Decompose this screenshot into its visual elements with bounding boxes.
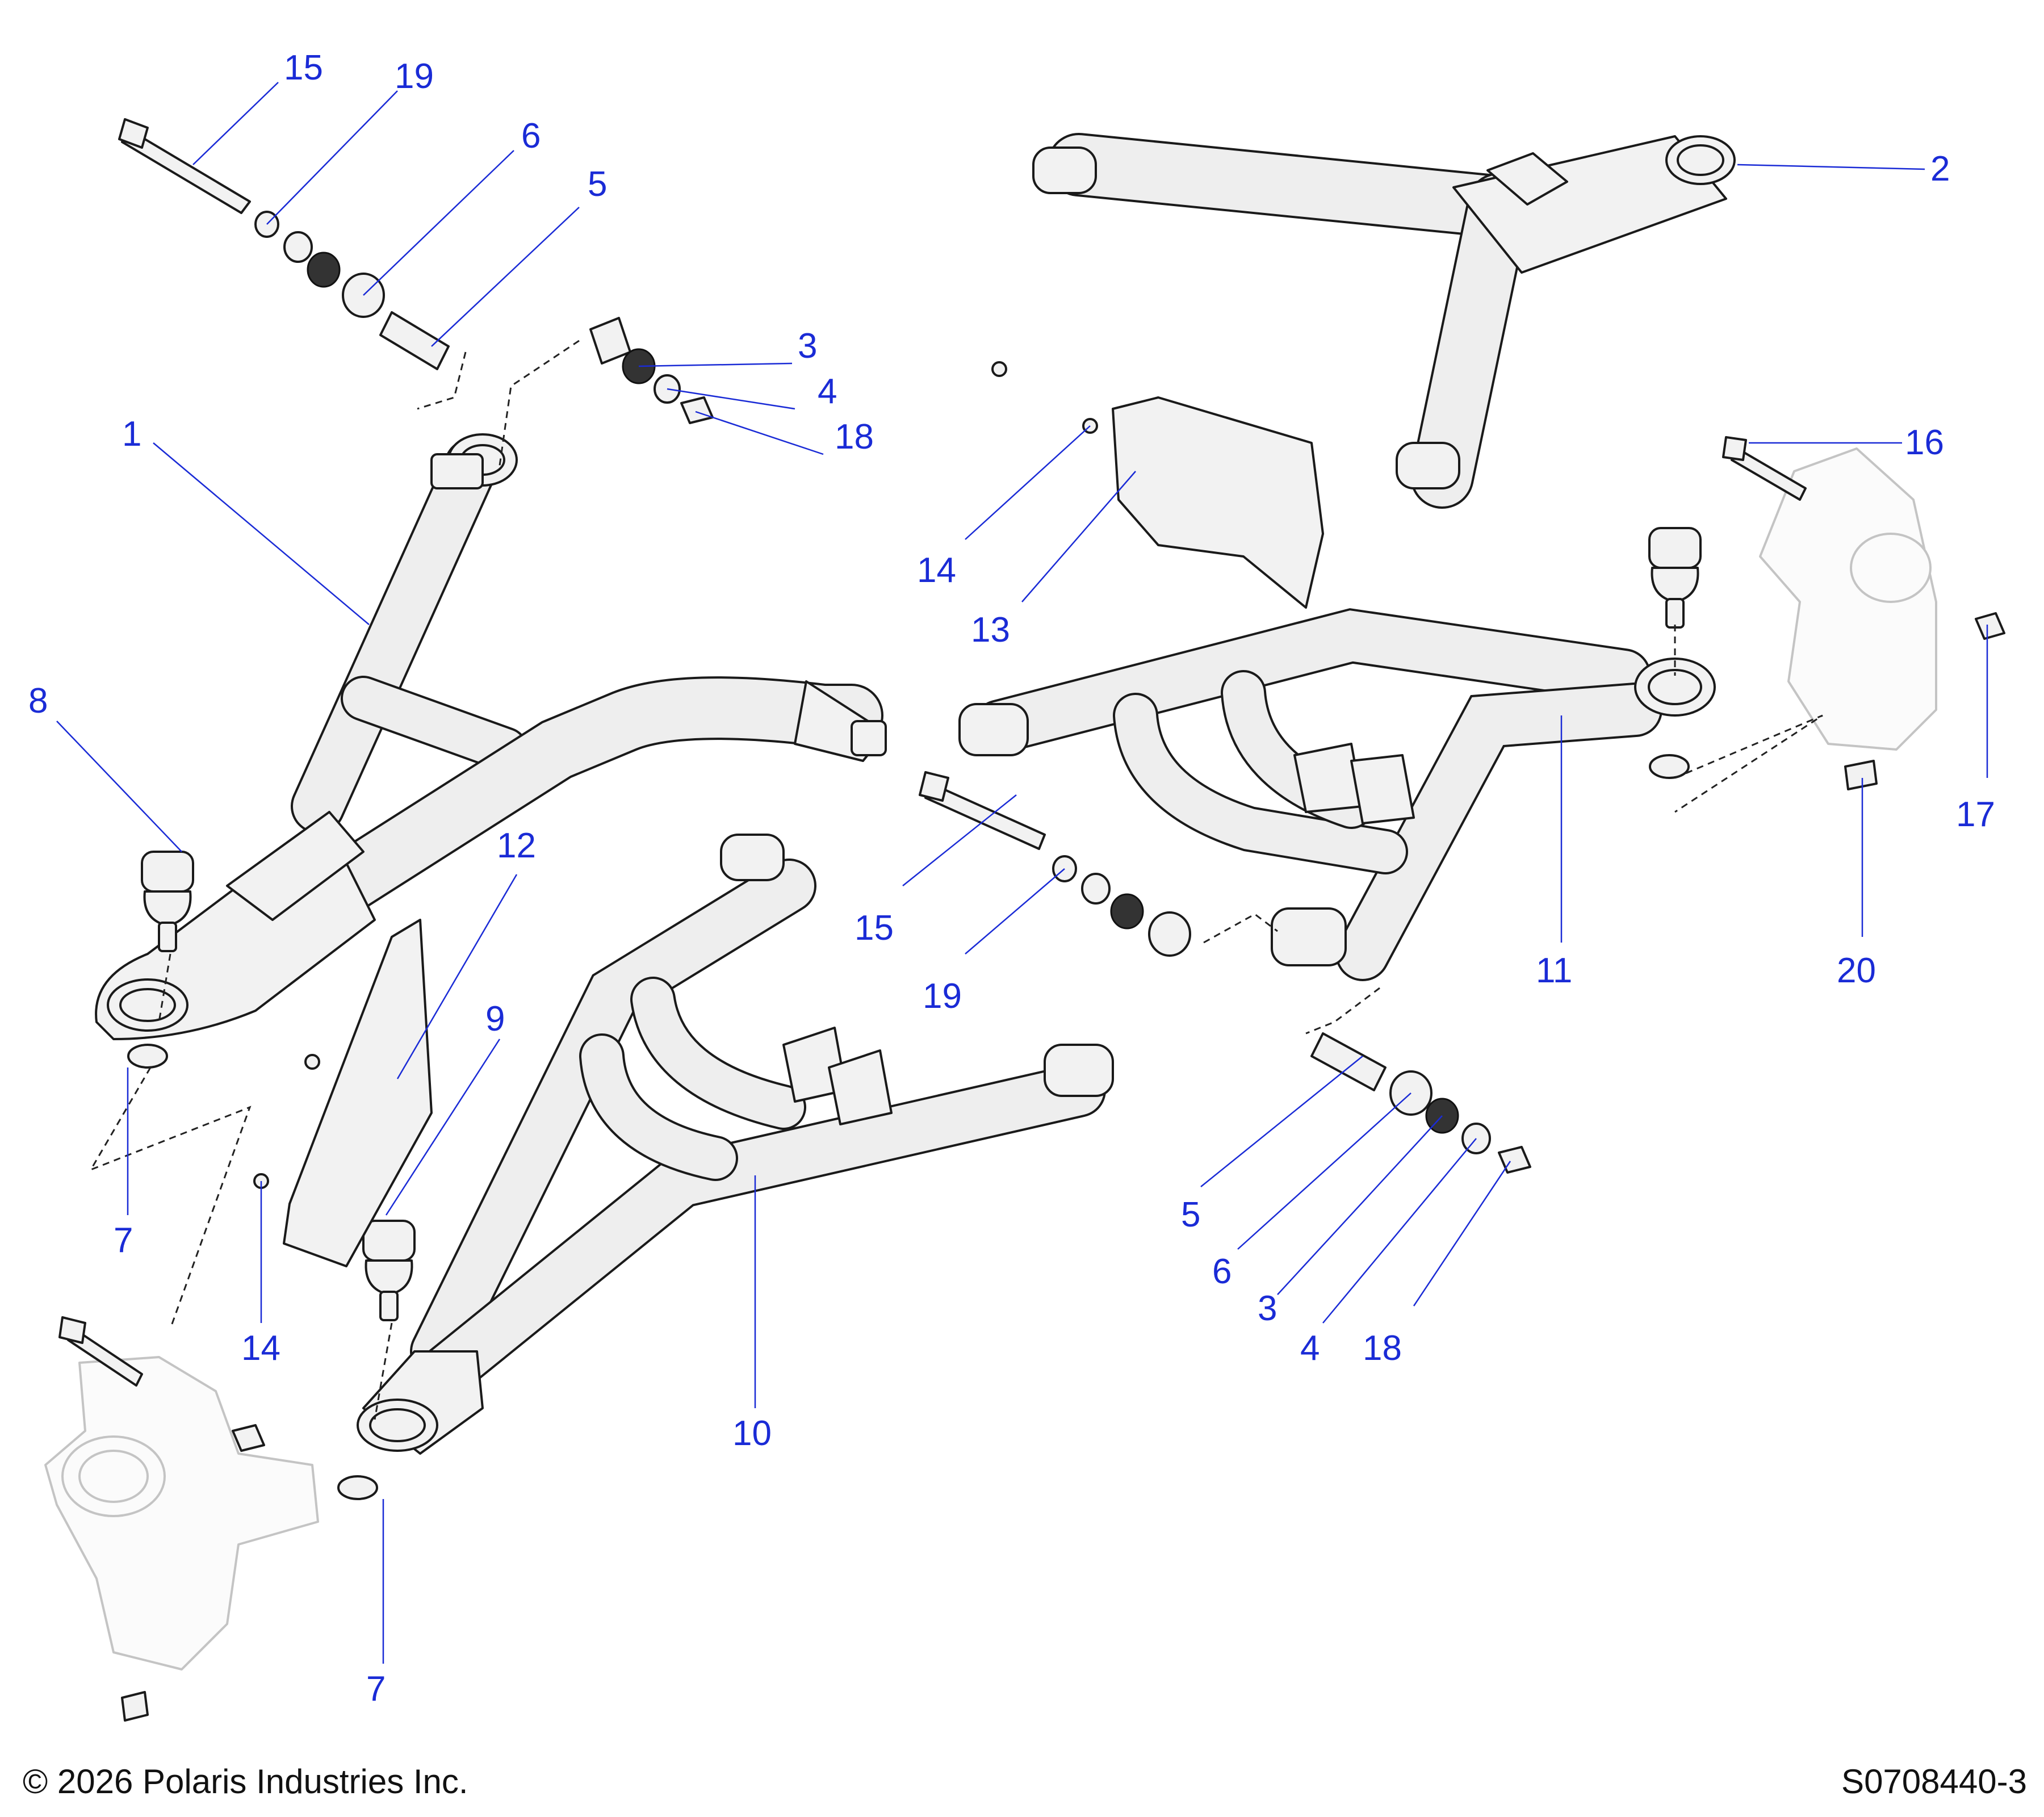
callout-17: 17 <box>1956 795 1995 834</box>
callout-12: 12 <box>497 826 536 865</box>
upper-control-arm-part-2 <box>1032 133 1736 509</box>
knuckle-left <box>44 1356 319 1671</box>
callout-8: 8 <box>28 681 48 721</box>
leader-lines <box>56 82 1988 1664</box>
callout-9: 9 <box>485 999 505 1039</box>
ball-joint-part-9 <box>362 1220 416 1321</box>
callout-1: 1 <box>122 415 141 454</box>
callout-18: 18 <box>835 417 874 457</box>
hardware-right-bolt <box>1722 436 2005 790</box>
skid-guard-part-12 <box>283 919 433 1267</box>
callout-2: 2 <box>1930 149 1950 189</box>
callout-13: 13 <box>971 610 1010 650</box>
callout-6b: 6 <box>1212 1252 1232 1291</box>
knuckle-right <box>1759 447 1937 751</box>
hardware-top-left <box>118 118 450 370</box>
callout-3b: 3 <box>1258 1289 1277 1328</box>
diagram-number: S0708440-3 <box>1841 1762 2027 1801</box>
callout-16: 16 <box>1905 423 1944 462</box>
callout-11: 11 <box>1536 951 1572 990</box>
hardware-middle <box>589 317 714 424</box>
callout-4: 4 <box>818 372 837 411</box>
callout-7b: 7 <box>366 1669 386 1709</box>
lower-control-arm-part-10 <box>357 834 1114 1455</box>
callout-labels: 15 19 6 5 2 3 4 18 1 16 14 13 8 17 12 11… <box>28 48 1995 1709</box>
callout-19b: 19 <box>923 977 962 1016</box>
callout-20: 20 <box>1837 951 1876 990</box>
callout-18b: 18 <box>1363 1329 1402 1368</box>
ball-joint-part-8 <box>141 851 194 952</box>
assembly-lines <box>89 340 1823 1420</box>
upper-control-arm-part-1 <box>95 433 887 1040</box>
callout-14: 14 <box>917 551 956 590</box>
copyright-text: © 2026 Polaris Industries Inc. <box>23 1762 468 1801</box>
hardware-center <box>919 771 1191 957</box>
callout-15b: 15 <box>855 909 894 948</box>
lower-control-arm-part-11 <box>958 608 1716 981</box>
callout-6: 6 <box>521 116 541 156</box>
callout-19: 19 <box>395 57 434 96</box>
callout-5b: 5 <box>1181 1195 1200 1234</box>
callout-15: 15 <box>284 48 323 87</box>
callout-4b: 4 <box>1300 1329 1320 1368</box>
callout-14b: 14 <box>241 1329 280 1368</box>
ball-joint-right <box>1648 527 1702 629</box>
callout-3: 3 <box>798 326 817 366</box>
callout-5: 5 <box>588 165 607 204</box>
callout-10: 10 <box>732 1414 772 1453</box>
hardware-lower-right <box>1310 1032 1531 1174</box>
hardware-lower-left <box>58 361 1690 1722</box>
skid-guard-part-13 <box>1112 396 1324 609</box>
callout-7: 7 <box>114 1221 133 1260</box>
